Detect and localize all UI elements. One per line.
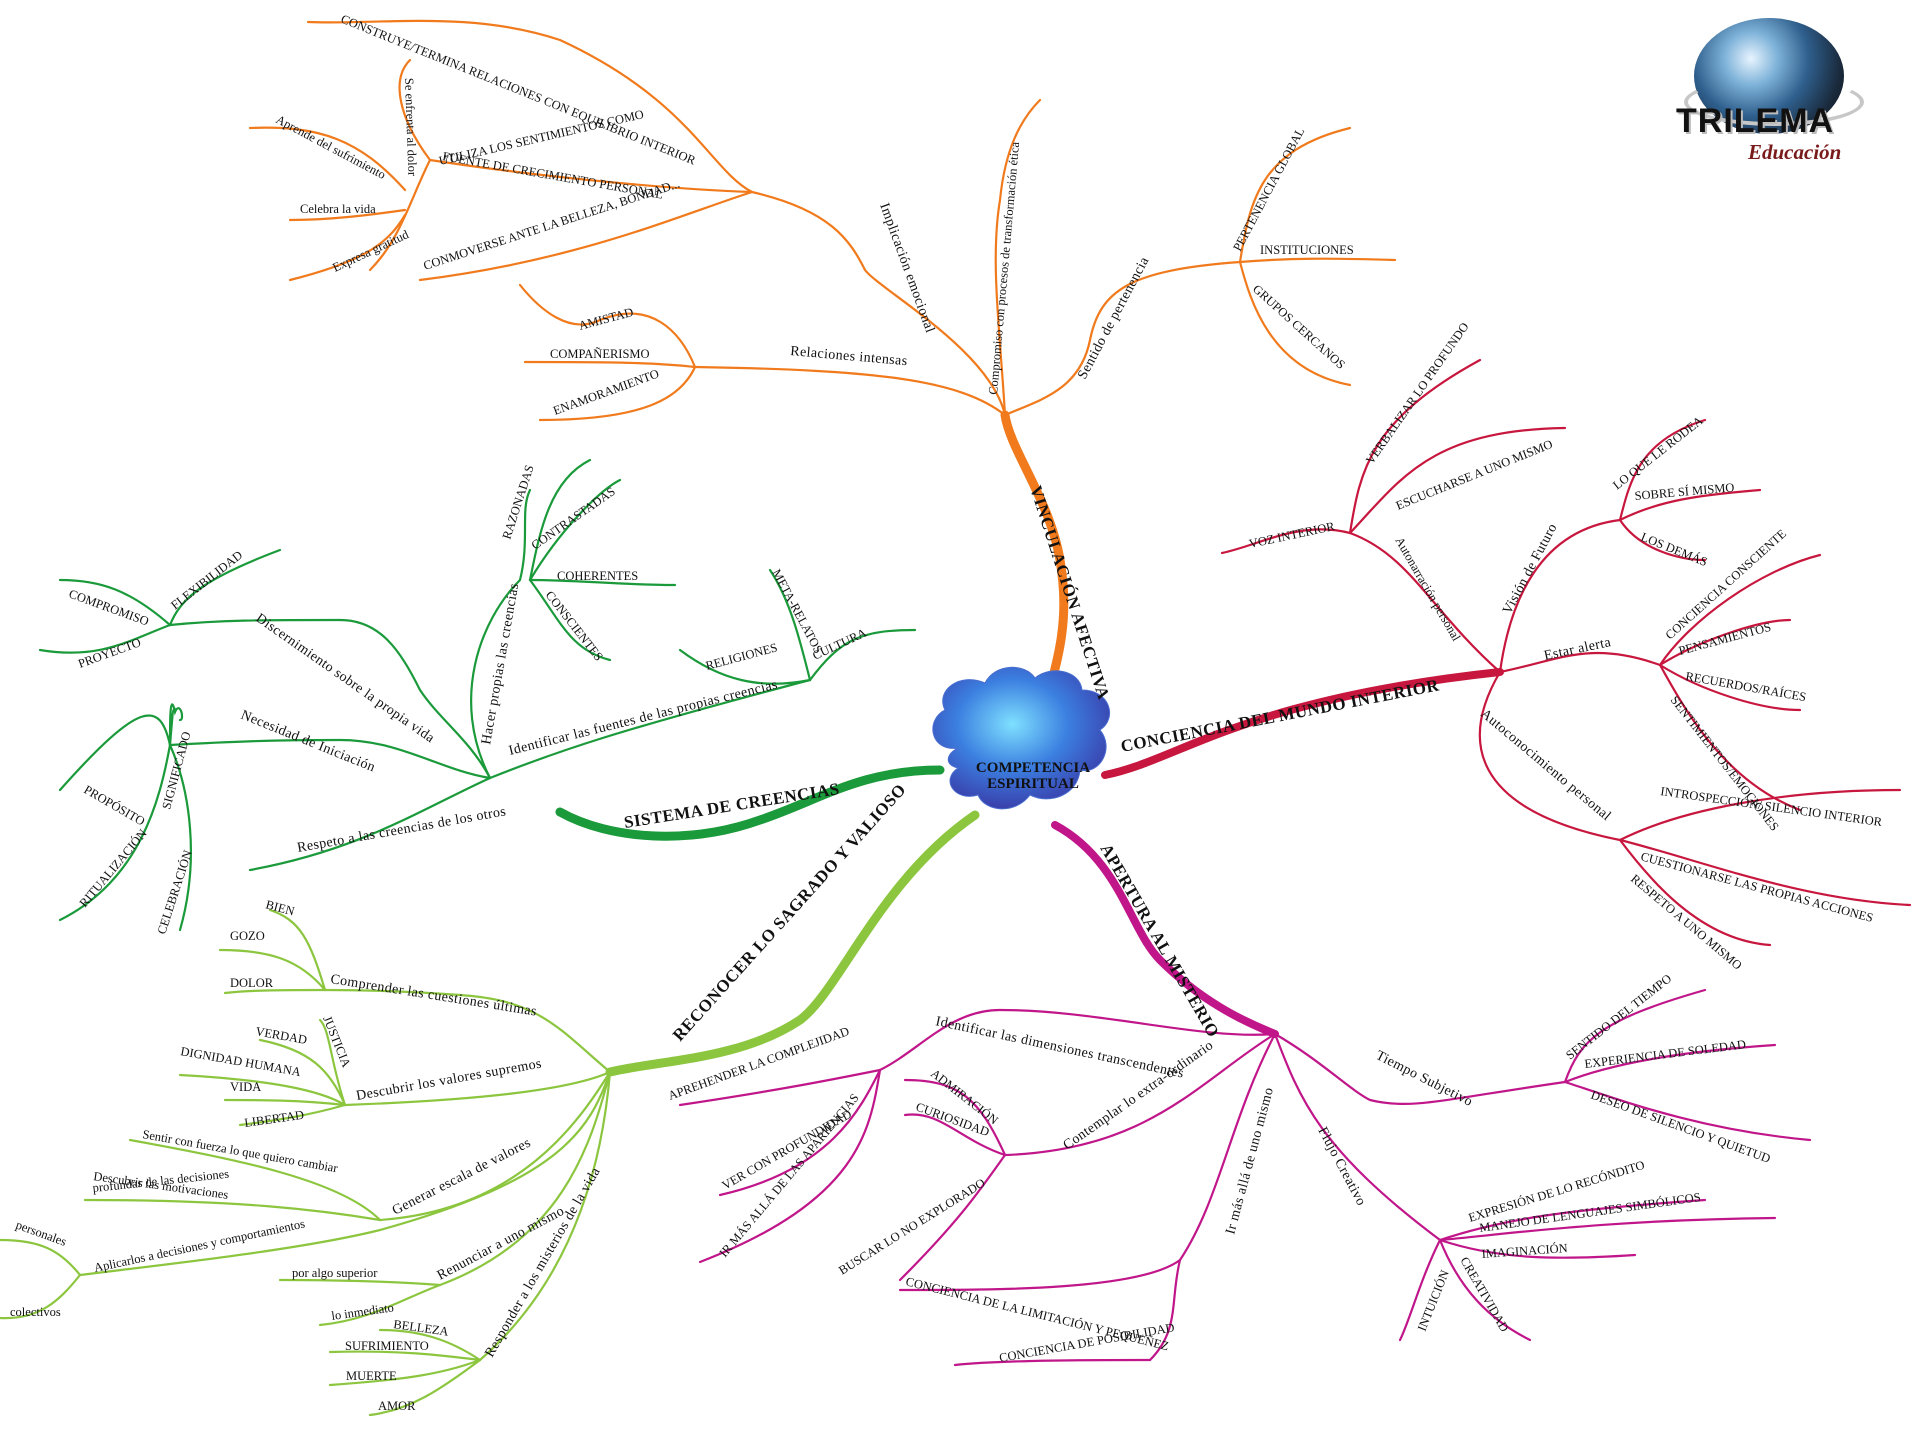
node-sufrimiento: SUFRIMIENTO	[345, 1339, 429, 1353]
node-pertenencia-global: PERTENENCIA GLOBAL	[1230, 125, 1307, 253]
node-meta-relatos: META-RELATOS	[769, 567, 825, 656]
node-amistad: AMISTAD	[577, 305, 635, 333]
node-voz-interior: VOZ INTERIOR	[1248, 519, 1337, 551]
node-inmediato: lo inmediato	[330, 1300, 394, 1323]
node-implicacion: Implicación emocional	[876, 201, 937, 335]
node-proyecto: PROYECTO	[76, 635, 143, 671]
node-compromiso-etica: Compromiso con procesos de transformació…	[986, 141, 1022, 395]
node-muerte: MUERTE	[346, 1369, 397, 1383]
node-compromiso: COMPROMISO	[67, 587, 151, 629]
node-consciente: CONCIENCIA CONSCIENTE	[1663, 526, 1790, 642]
node-vida: VIDA	[230, 1080, 261, 1094]
logo-subtitle: Educación	[1748, 140, 1841, 165]
main-label-conciencia: CONCIENCIA DEL MUNDO INTERIOR	[1119, 675, 1441, 755]
node-comprender: Comprender las cuestiones últimas	[329, 972, 538, 1019]
node-algo-superior: por algo superior	[292, 1266, 378, 1280]
node-autonarracion: Autonarración personal	[1392, 535, 1463, 644]
main-branch-conciencia	[1105, 672, 1500, 775]
node-amor: AMOR	[378, 1399, 416, 1413]
node-autoconocimiento: Autoconocimiento personal	[1477, 707, 1613, 825]
center-title-line2: ESPIRITUAL	[987, 776, 1079, 792]
node-hacer-propias: Hacer propias las creencias	[479, 582, 522, 746]
node-demas: LOS DEMÁS	[1639, 530, 1710, 569]
node-companerismo: COMPAÑERISMO	[550, 347, 650, 361]
node-verbalizar: VERBALIZAR LO PROFUNDO	[1363, 320, 1472, 467]
main-label-vinculacion: VINCULACIÓN AFECTIVA	[1026, 483, 1113, 702]
node-contrastadas: CONTRASTADAS	[529, 484, 618, 552]
node-coherentes: COHERENTES	[557, 569, 638, 583]
node-colectivos: colectivos	[10, 1305, 61, 1319]
node-relaciones-intensas: Relaciones intensas	[790, 344, 908, 369]
branch-creencias	[40, 460, 915, 930]
center-title-line1: COMPETENCIA	[976, 760, 1090, 776]
node-buscar: BUSCAR LO NO EXPLORADO	[836, 1176, 987, 1278]
node-tiempo-subjetivo: Tiempo Subjetivo	[1373, 1048, 1475, 1110]
node-estar-alerta: Estar alerta	[1543, 635, 1613, 664]
node-flujo: Flujo Creativo	[1314, 1125, 1368, 1209]
node-conscientes: CONSCIENTES	[543, 588, 606, 663]
node-conmoverse: CONMOVERSE ANTE LA BELLEZA, BONDAD...	[422, 176, 682, 272]
node-aprende: Aprende del sufrimiento	[274, 112, 388, 182]
node-instituciones: INSTITUCIONES	[1260, 243, 1354, 257]
node-justicia: JUSTICIA	[320, 1014, 353, 1069]
node-intuicion: INTUICIÓN	[1415, 1268, 1452, 1333]
node-respeto-creencias: Respeto a las creencias de los otros	[296, 804, 507, 856]
node-gozo: GOZO	[230, 929, 265, 943]
node-aprehender: APREHENDER LA COMPLEJIDAD	[666, 1024, 851, 1103]
node-belleza: BELLEZA	[393, 1317, 450, 1339]
node-religiones: RELIGIONES	[704, 640, 779, 673]
node-vision: Visión de Futuro	[1500, 521, 1560, 617]
node-dignidad: DIGNIDAD HUMANA	[179, 1044, 301, 1079]
node-proposito: PROPÓSITO	[82, 782, 148, 828]
node-sentido-pertenencia: Sentido de pertenencia	[1075, 254, 1152, 382]
node-personales: personales	[14, 1218, 68, 1249]
node-ir-alla-uno: Ir más allá de uno mismo	[1223, 1086, 1277, 1236]
node-descubrir-valores: Descubrir los valores supremos	[355, 1056, 543, 1103]
node-rodea: LO QUE LE RODEA	[1610, 414, 1705, 493]
node-dolor: DOLOR	[230, 976, 274, 990]
node-deseo: DESEO DE SILENCIO Y QUIETUD	[1589, 1088, 1772, 1166]
node-aplicarlos: Aplicarlos a decisiones y comportamiento…	[93, 1216, 307, 1274]
node-sentir: Sentir con fuerza lo que quiero cambiar	[141, 1127, 339, 1175]
node-ritualizacion: RITUALIZACIÓN	[77, 826, 150, 909]
main-branch-sagrado	[610, 815, 975, 1072]
node-responder: Responder a los misterios de la vida	[482, 1165, 603, 1360]
logo-title: TRILEMA	[1676, 102, 1834, 141]
main-label-apertura: APERTURA AL MISTERIO	[1097, 841, 1223, 1041]
node-verdad: VERDAD	[254, 1024, 308, 1047]
node-identificar-fuentes: Identificar las fuentes de las propias c…	[507, 677, 779, 758]
center-node[interactable]: COMPETENCIA ESPIRITUAL	[933, 667, 1110, 809]
trilema-logo: TRILEMA Educación	[1660, 18, 1900, 168]
node-se-enfrenta: Se enfrenta al dolor	[402, 78, 419, 177]
node-razonadas: RAZONADAS	[500, 463, 537, 541]
node-creatividad: CREATIVIDAD	[1457, 1255, 1511, 1335]
node-respeto-uno: RESPETO A UNO MISMO	[1628, 872, 1745, 973]
node-celebra: Celebra la vida	[300, 202, 376, 216]
node-libertad: LIBERTAD	[243, 1108, 304, 1130]
main-label-sagrado: RECONOCER LO SAGRADO Y VALIOSO	[669, 780, 910, 1045]
node-pensamientos: PENSAMIENTOS	[1677, 620, 1772, 658]
node-soledad: EXPERIENCIA DE SOLEDAD	[1584, 1037, 1747, 1071]
node-enamoramiento: ENAMORAMIENTO	[551, 367, 661, 418]
node-flexibilidad: FLEXIBILIDAD	[168, 548, 245, 612]
node-escucharse: ESCUCHARSE A UNO MISMO	[1394, 437, 1555, 513]
